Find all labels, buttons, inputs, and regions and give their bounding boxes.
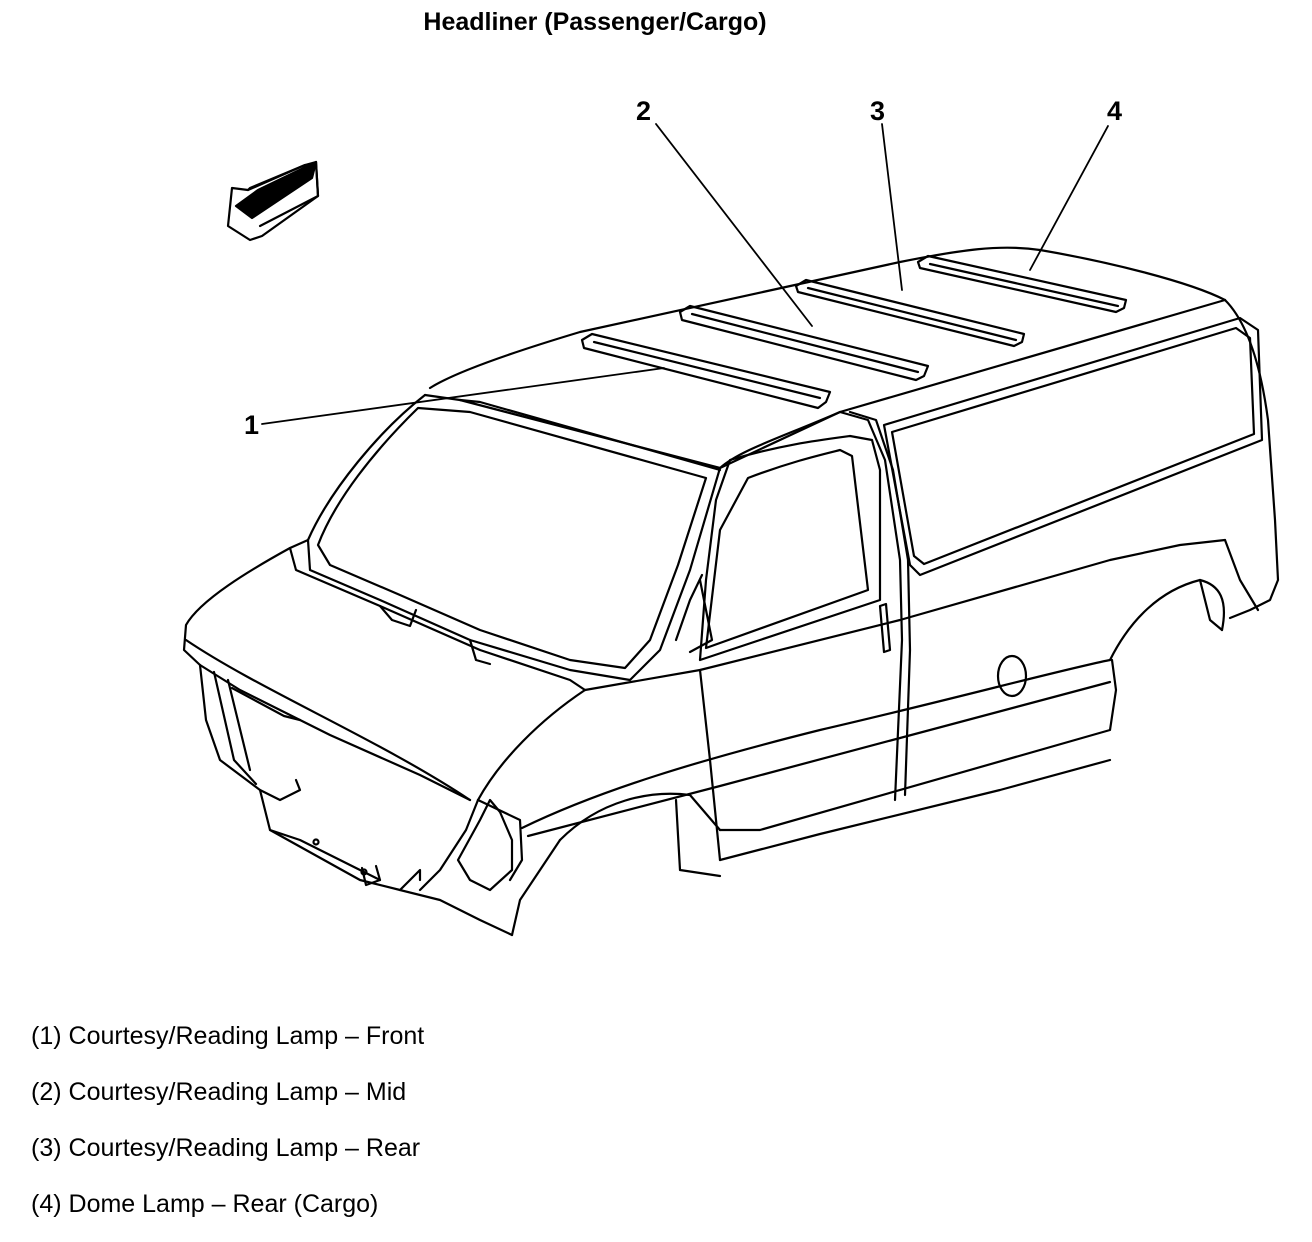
legend-number: (4)	[31, 1190, 62, 1218]
legend-item: (1) Courtesy/Reading Lamp – Front	[31, 1018, 424, 1074]
van-side-body	[520, 298, 1280, 878]
callout-2: 2	[636, 96, 651, 126]
callout-4: 4	[1107, 96, 1122, 126]
front-direction-arrow-icon	[226, 160, 320, 242]
legend-text: Dome Lamp – Rear (Cargo)	[68, 1190, 379, 1218]
lamp-strip-mid	[678, 304, 930, 382]
callout-leaders	[261, 123, 1109, 425]
legend-text: Courtesy/Reading Lamp – Mid	[68, 1078, 407, 1106]
lamp-strip-front	[580, 332, 832, 410]
lamp-strip-rear	[794, 278, 1026, 348]
callout-3: 3	[870, 96, 885, 126]
van-front-end	[182, 538, 587, 937]
legend-item: (4) Dome Lamp – Rear (Cargo)	[31, 1186, 424, 1242]
callout-1: 1	[244, 410, 259, 440]
legend-number: (1)	[31, 1022, 62, 1050]
diagram-title: Headliner (Passenger/Cargo)	[423, 8, 767, 36]
legend-text: Courtesy/Reading Lamp – Front	[68, 1022, 425, 1050]
legend-item: (3) Courtesy/Reading Lamp – Rear	[31, 1130, 424, 1186]
legend-number: (3)	[31, 1134, 62, 1162]
legend-item: (2) Courtesy/Reading Lamp – Mid	[31, 1074, 424, 1130]
windshield	[306, 393, 722, 682]
dome-lamp-strip	[916, 254, 1128, 314]
legend-number: (2)	[31, 1078, 62, 1106]
side-window	[882, 316, 1264, 577]
legend-text: Courtesy/Reading Lamp – Rear	[68, 1134, 421, 1162]
front-door	[674, 410, 912, 862]
van-headliner-diagram: 1 2 3 4	[182, 96, 1280, 937]
legend: (1) Courtesy/Reading Lamp – Front (2) Co…	[31, 1018, 424, 1242]
